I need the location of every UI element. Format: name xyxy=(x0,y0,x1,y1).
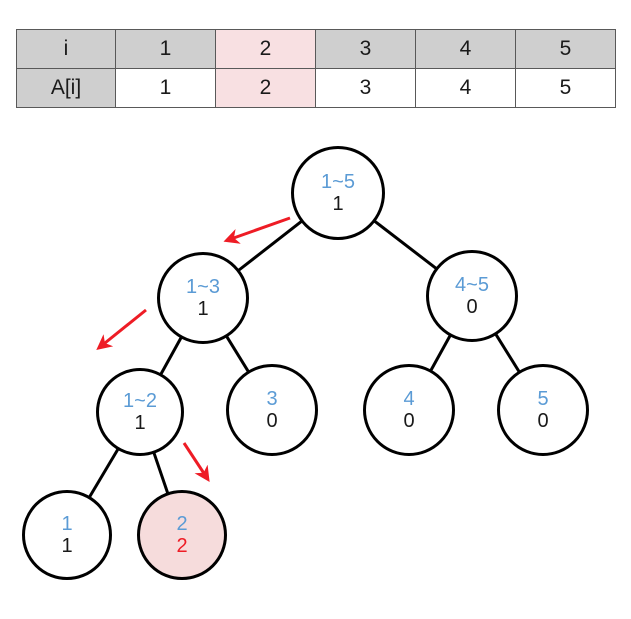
row-label-index: i xyxy=(16,29,116,69)
node-value-label: 0 xyxy=(266,410,278,432)
node-value-label: 0 xyxy=(537,410,549,432)
cell-value-5: 5 xyxy=(515,68,616,108)
cell-index-4: 4 xyxy=(415,29,516,69)
tree-edge-n3-n7 xyxy=(494,333,521,373)
node-range-label: 2 xyxy=(176,512,188,535)
tree-edges-and-arrows xyxy=(88,216,521,498)
cell-index-2: 2 xyxy=(215,29,316,69)
node-value-label: 1 xyxy=(134,412,146,434)
node-range-label: 3 xyxy=(266,387,278,410)
tree-edge-n4-n9 xyxy=(152,452,170,494)
cell-index-5: 5 xyxy=(515,29,616,69)
node-range-label: 1~2 xyxy=(123,389,157,412)
node-range-label: 1 xyxy=(61,512,73,535)
tree-edge-n3-n6 xyxy=(429,334,452,372)
node-value-label: 1 xyxy=(332,193,344,215)
tree-edge-n4-n8 xyxy=(88,448,120,498)
node-value-label: 1 xyxy=(197,298,209,320)
node-range-label: 5 xyxy=(537,387,549,410)
traversal-arrow-a3 xyxy=(182,442,210,483)
tree-edge-n2-n5 xyxy=(225,335,250,373)
cell-index-1: 1 xyxy=(115,29,216,69)
cell-value-4: 4 xyxy=(415,68,516,108)
node-value-label: 1 xyxy=(61,535,73,557)
tree-edge-n1-n2 xyxy=(237,220,303,272)
cell-value-3: 3 xyxy=(315,68,416,108)
node-range-label: 1~3 xyxy=(186,275,220,298)
node-range-label: 1~5 xyxy=(321,170,355,193)
node-value-label: 0 xyxy=(403,410,415,432)
traversal-arrow-a2 xyxy=(96,308,147,351)
cell-value-1: 1 xyxy=(115,68,216,108)
row-label-value: A[i] xyxy=(16,68,116,108)
tree-edge-n1-n3 xyxy=(373,219,438,270)
node-value-label: 0 xyxy=(466,296,478,318)
tree-edge-n2-n4 xyxy=(159,336,183,376)
node-value-label: 2 xyxy=(176,535,188,557)
cell-index-3: 3 xyxy=(315,29,416,69)
node-range-label: 4~5 xyxy=(455,273,489,296)
node-range-label: 4 xyxy=(403,387,415,410)
traversal-arrow-a1 xyxy=(223,216,291,244)
cell-value-2: 2 xyxy=(215,68,316,108)
